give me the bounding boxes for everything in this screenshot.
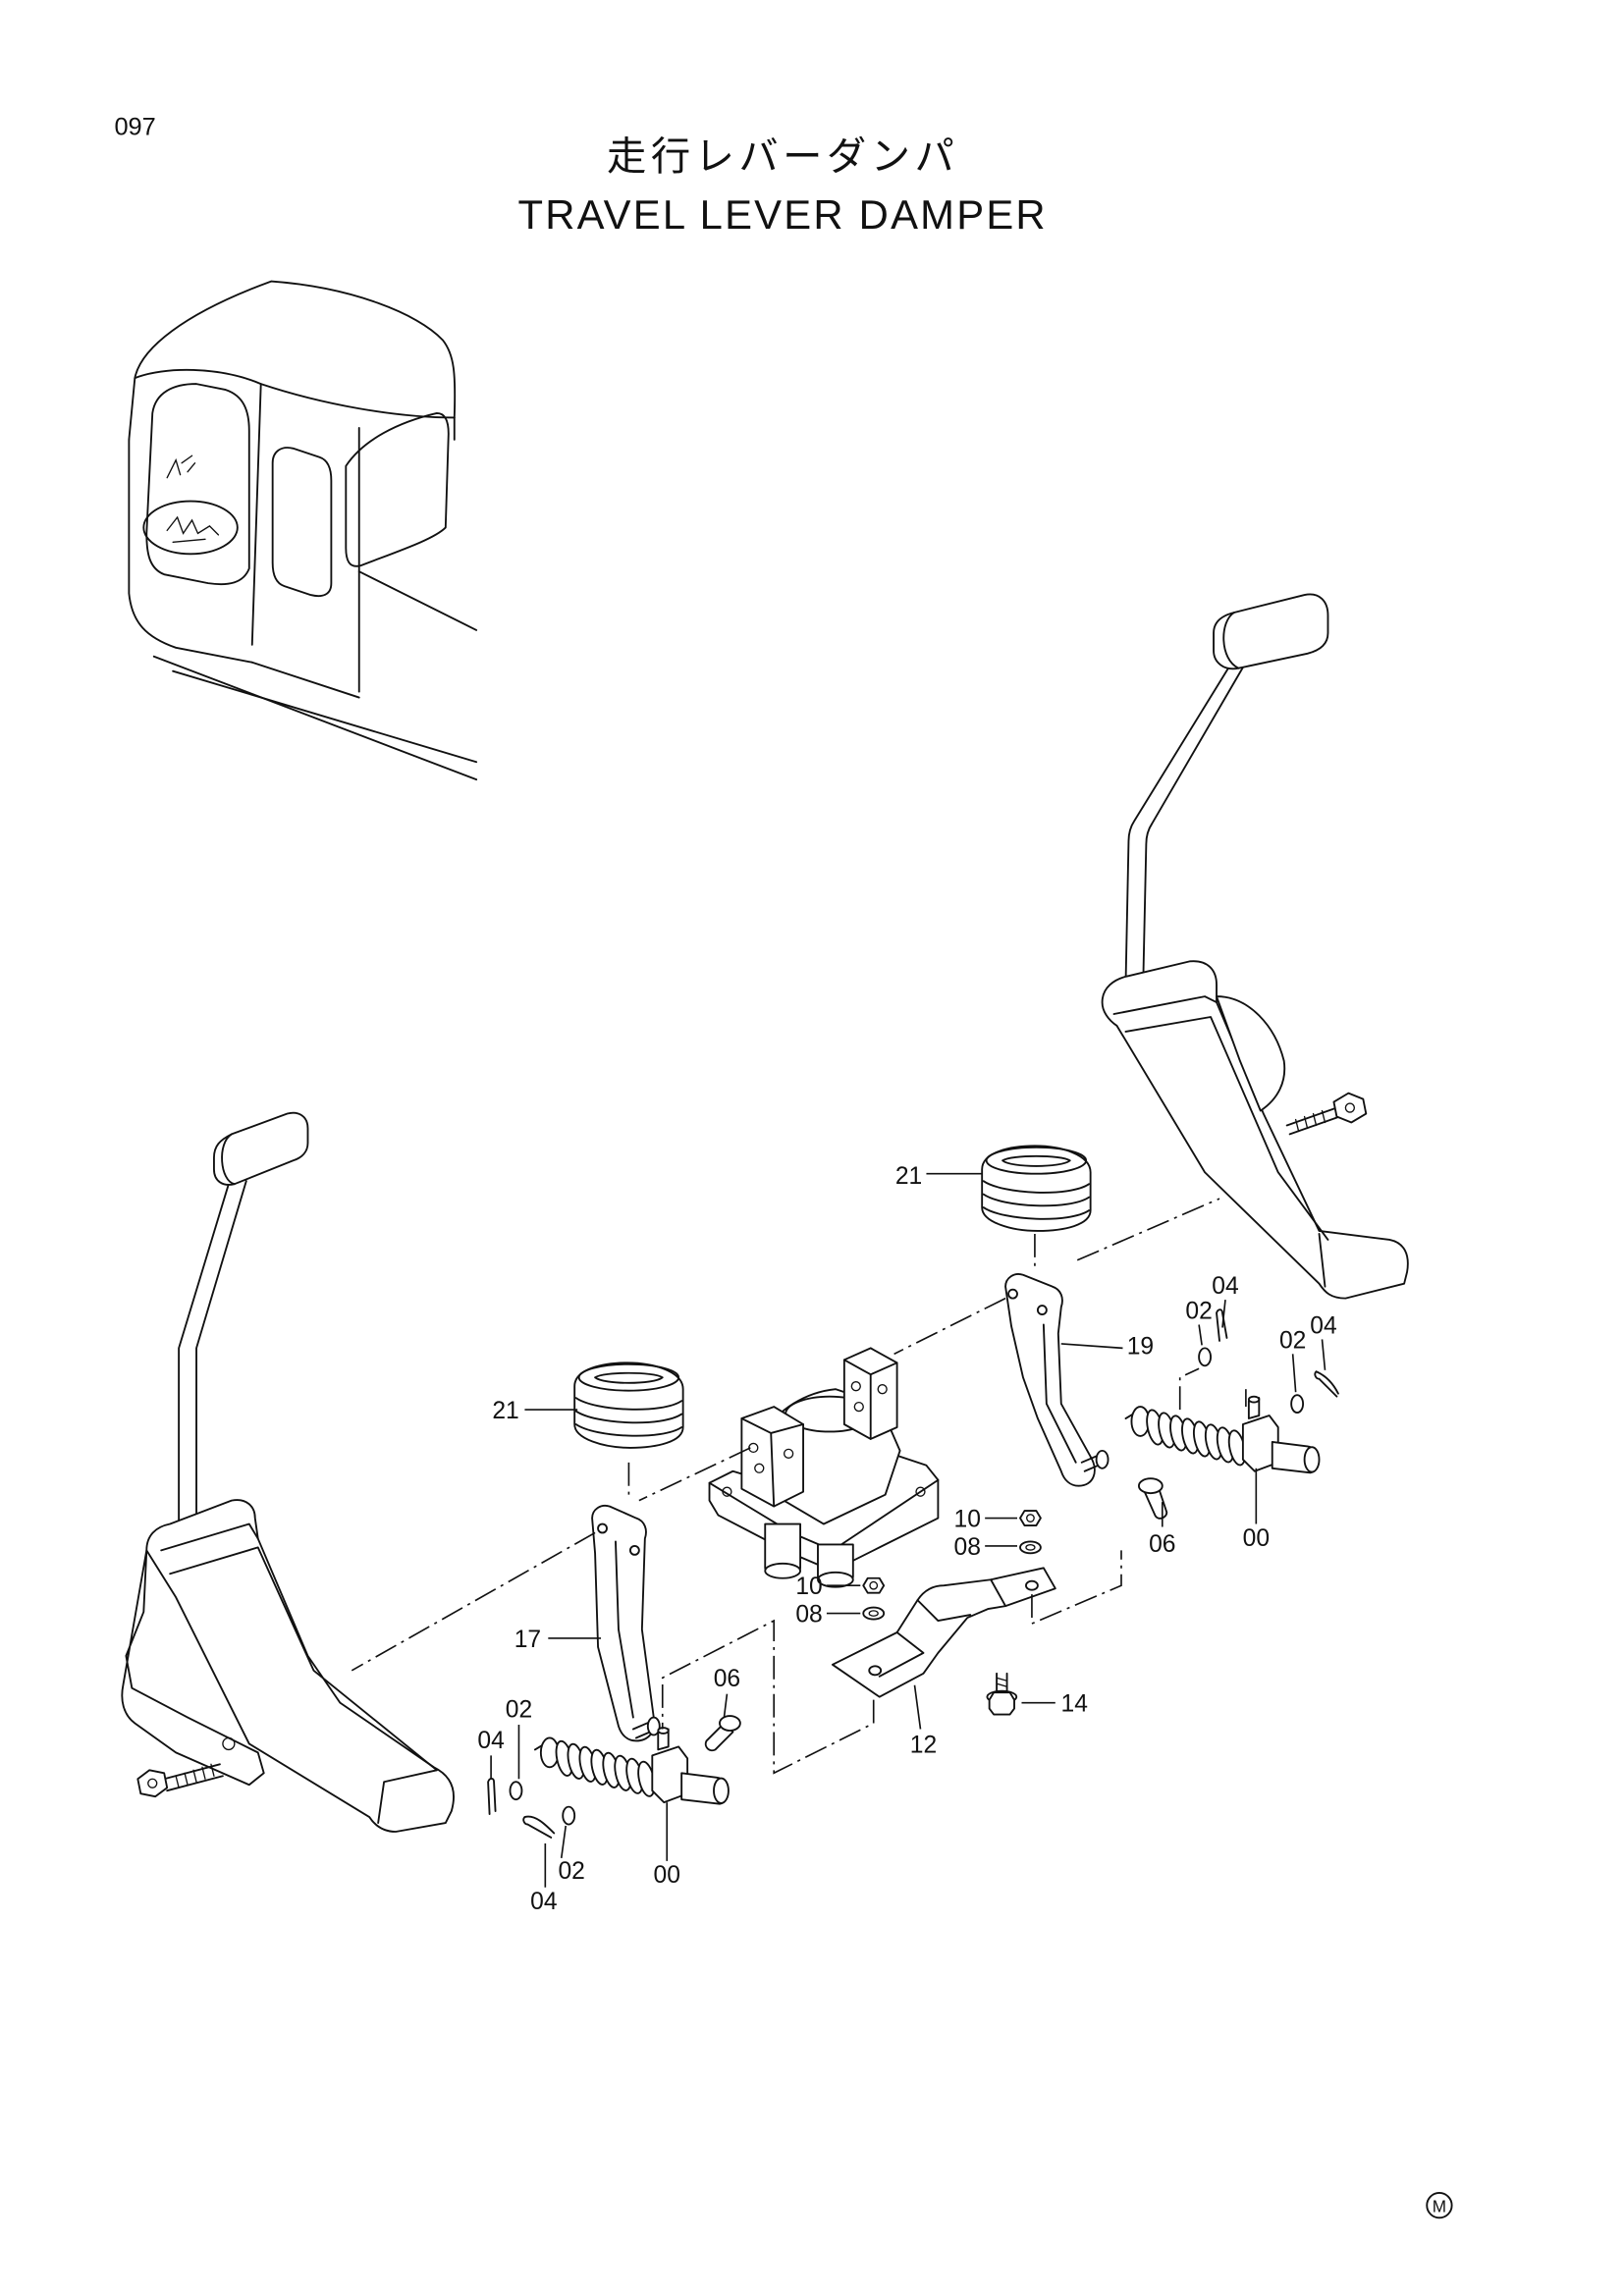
corner-mark-letter: M xyxy=(1433,2196,1446,2216)
pin-right xyxy=(1137,1477,1168,1520)
washer-left-top xyxy=(509,1781,523,1801)
callout-washer-right-top: 02 xyxy=(1185,1299,1212,1325)
cotter-pin-right-end xyxy=(1314,1370,1339,1398)
washer-right-top xyxy=(1198,1347,1212,1367)
damper-left xyxy=(533,1727,730,1805)
callout-cotter-pin-left-top: 04 xyxy=(477,1728,504,1754)
cotter-pin-left-top xyxy=(487,1777,497,1816)
callout-damper-left: 00 xyxy=(654,1862,680,1889)
cab-wiper-mark xyxy=(166,454,196,479)
left-travel-lever xyxy=(121,1111,455,1833)
bolt-hex xyxy=(986,1672,1018,1716)
front-window xyxy=(145,383,250,586)
mounting-plate xyxy=(831,1567,1056,1698)
callout-boot-right: 21 xyxy=(895,1163,922,1190)
lever-rod xyxy=(1124,667,1229,987)
cotter-pin-left-end xyxy=(522,1815,556,1839)
right-pedal-bolt xyxy=(1285,1092,1368,1136)
page-number: 097 xyxy=(114,113,155,140)
callout-cotter-pin-right-end: 04 xyxy=(1310,1312,1336,1339)
nut-right xyxy=(1019,1510,1042,1526)
callout-damper-right: 00 xyxy=(1243,1525,1270,1552)
assembly-lines xyxy=(351,1198,1247,1775)
callout-pin-left: 06 xyxy=(714,1666,740,1692)
washer-plain-left xyxy=(862,1606,886,1621)
callout-boot-left: 21 xyxy=(492,1398,518,1424)
washer-right-end xyxy=(1290,1394,1305,1414)
pedal-gusset xyxy=(1216,995,1286,1112)
callout-washer-left-top: 02 xyxy=(506,1697,532,1724)
damper-right xyxy=(1124,1395,1321,1474)
cab-logo-panel xyxy=(142,500,239,556)
left-pedal-bolt xyxy=(136,1763,224,1798)
callout-bracket-left: 17 xyxy=(514,1627,541,1653)
callout-plate: 12 xyxy=(910,1732,937,1758)
bracket-right xyxy=(1004,1273,1110,1487)
boot-right xyxy=(981,1145,1092,1232)
cab-illustration xyxy=(128,280,478,781)
callout-nut-right: 10 xyxy=(954,1506,981,1532)
cab-logo-mark xyxy=(166,515,220,544)
lever-rod xyxy=(178,1183,230,1525)
damper-spring xyxy=(1146,1409,1247,1467)
callout-washer-left-end: 02 xyxy=(558,1858,584,1885)
title-english: TRAVEL LEVER DAMPER xyxy=(517,191,1047,238)
callout-washer-plain-right: 08 xyxy=(954,1534,981,1561)
washer-plain-right xyxy=(1019,1540,1042,1555)
rear-side-window xyxy=(345,412,450,567)
callout-cotter-pin-right-top: 04 xyxy=(1212,1273,1238,1300)
damper-spring xyxy=(555,1739,656,1797)
cotter-pin-right-top xyxy=(1216,1308,1228,1342)
lever-knob xyxy=(1213,593,1329,670)
nut-left xyxy=(862,1576,886,1594)
callout-washer-plain-left: 08 xyxy=(795,1602,822,1629)
pedal-plate xyxy=(1101,960,1409,1300)
pin-left xyxy=(704,1715,741,1752)
callout-pin-right: 06 xyxy=(1149,1531,1175,1558)
boot-left xyxy=(573,1362,684,1449)
bracket-left xyxy=(591,1504,661,1742)
callout-bracket-right: 19 xyxy=(1127,1333,1154,1360)
callout-washer-right-end: 02 xyxy=(1279,1327,1306,1354)
pedal-plate xyxy=(145,1499,455,1833)
callout-nut-left: 10 xyxy=(795,1574,822,1600)
leader-lines xyxy=(490,1172,1326,1888)
right-travel-lever xyxy=(1101,593,1409,1300)
title-japanese: 走行レバーダンパ xyxy=(607,133,958,180)
pedal-side-bracket xyxy=(121,1549,265,1787)
callout-cotter-pin-left-end: 04 xyxy=(530,1889,557,1915)
corner-mark: M xyxy=(1426,2192,1453,2219)
lever-knob xyxy=(213,1111,309,1186)
door-window xyxy=(271,447,333,598)
pilot-valve xyxy=(708,1347,940,1588)
callout-bolt: 14 xyxy=(1061,1691,1088,1718)
washer-left-end xyxy=(562,1805,576,1826)
callout-labels: 21 21 19 04 02 02 04 10 08 10 08 06 00 1… xyxy=(477,1163,1336,1915)
